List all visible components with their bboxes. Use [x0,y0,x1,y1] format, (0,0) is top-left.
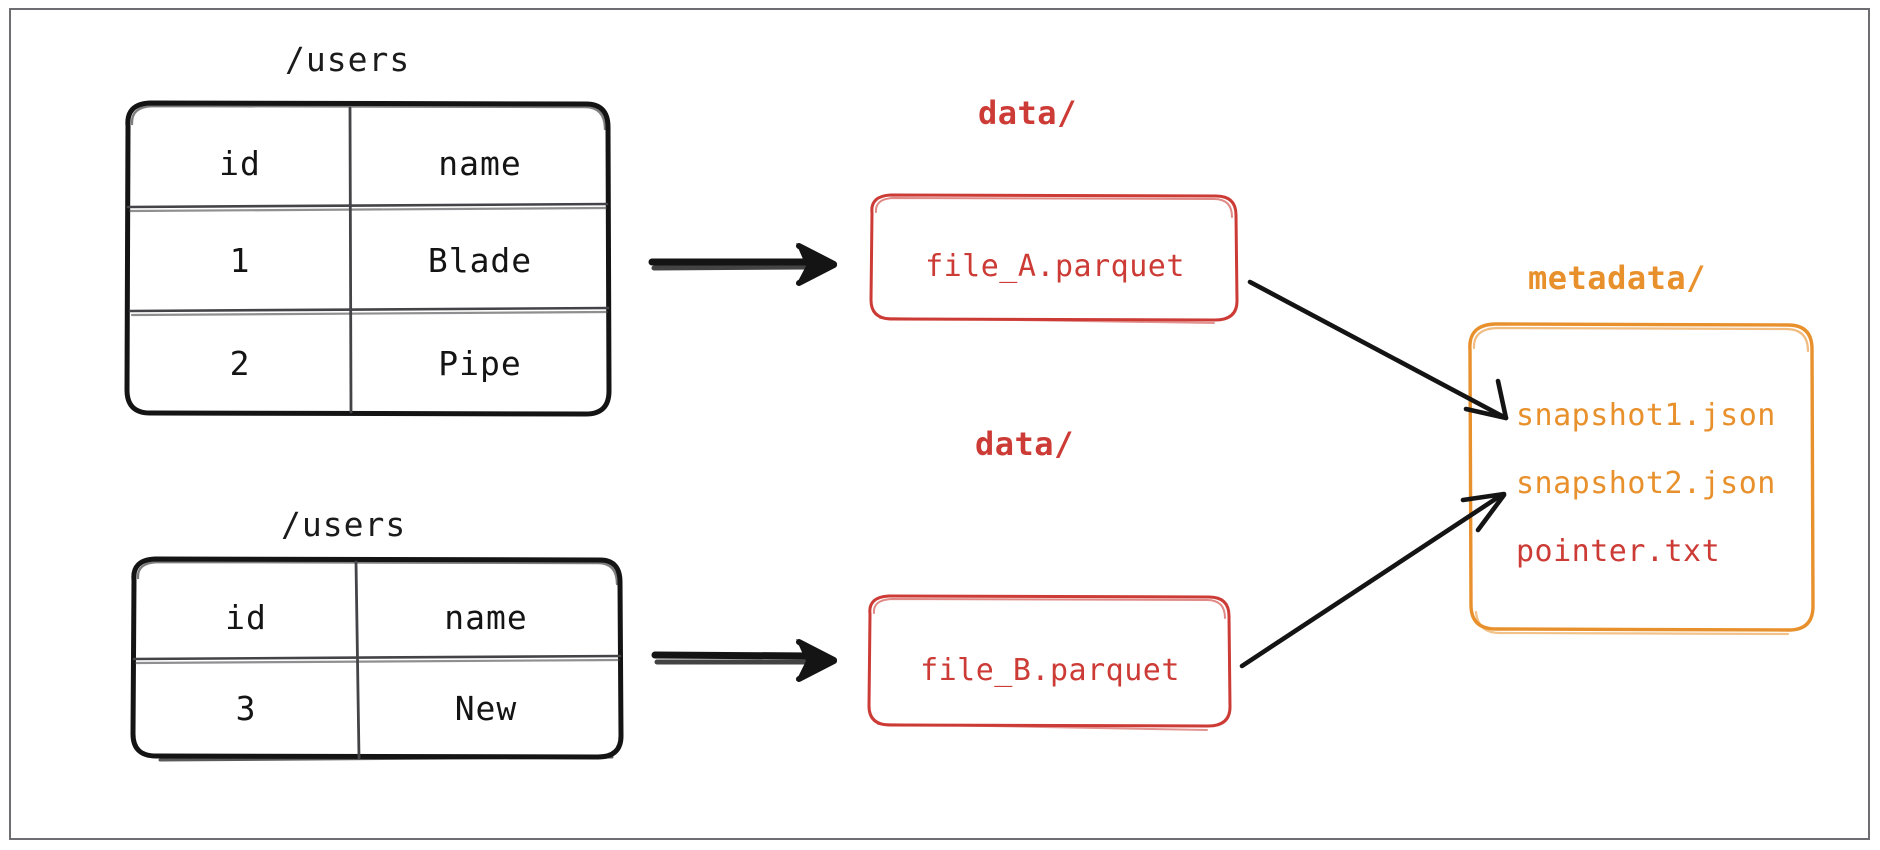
metadata-item-snapshot2[interactable]: snapshot2.json [1516,466,1776,501]
table-2-row-0-name: New [454,688,518,728]
table-1-row-0-name: Blade [427,240,533,280]
data-group-1-label: data/ [978,94,1077,132]
table-2-row-0-id: 3 [235,688,257,728]
table-1-row-1-id: 2 [229,343,251,383]
table-2-header-id: id [225,597,267,637]
metadata-item-pointer[interactable]: pointer.txt [1516,534,1721,569]
table-2-header-name: name [444,597,528,637]
table-1-header-id: id [219,143,261,183]
metadata-item-snapshot1[interactable]: snapshot1.json [1516,398,1776,433]
table-1-row-1-name: Pipe [438,343,522,383]
table-1-caption: /users [285,40,411,79]
table-2-caption: /users [281,505,407,544]
file-a-label[interactable]: file_A.parquet [925,249,1185,284]
metadata-group-label: metadata/ [1528,259,1706,297]
file-b-label[interactable]: file_B.parquet [920,652,1180,688]
table-1-header-name: name [438,143,522,183]
table-1-row-0-id: 1 [229,240,251,280]
data-group-2-label: data/ [975,425,1074,463]
